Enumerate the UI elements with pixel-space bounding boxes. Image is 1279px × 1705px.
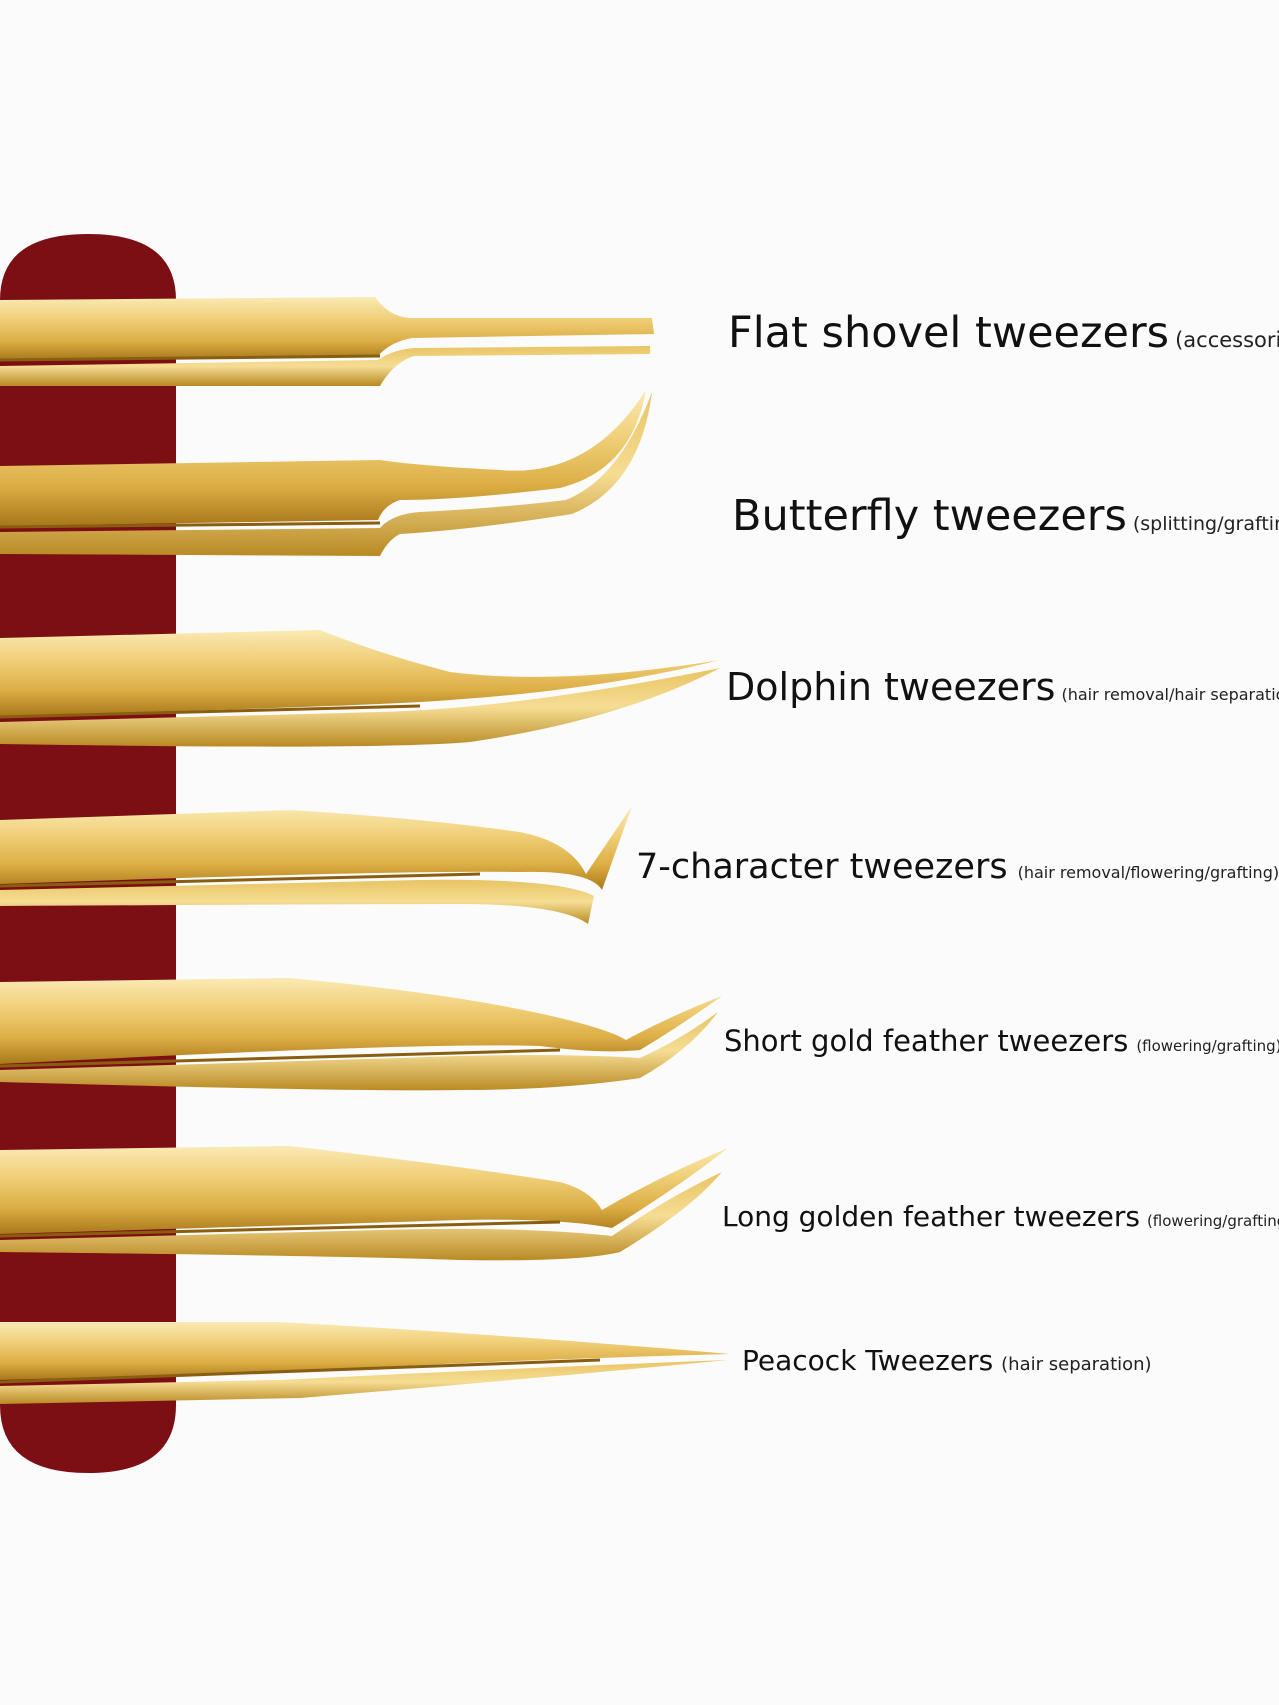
tweezer-label-flat-shovel: Flat shovel tweezers (accessories)	[728, 308, 1279, 358]
tweezer-name: Flat shovel tweezers	[728, 308, 1170, 358]
tweezer-name: Short gold feather tweezers	[724, 1024, 1129, 1058]
tweezer-use: (splitting/grafting)	[1132, 513, 1279, 535]
tweezer-use: (hair removal/hair separation)	[1061, 685, 1279, 704]
tweezer-label-butterfly: Butterfly tweezers (splitting/grafting)	[732, 491, 1279, 541]
tweezer-use: (hair separation)	[1001, 1354, 1152, 1375]
tweezer-label-7-character: 7-character tweezers (hair removal/flowe…	[636, 847, 1279, 887]
tweezer-use: (flowering/grafting)	[1146, 1212, 1279, 1230]
tweezer-label-short-feather: Short gold feather tweezers (flowering/g…	[724, 1024, 1279, 1058]
tweezer-label-long-feather: Long golden feather tweezers (flowering/…	[722, 1200, 1279, 1233]
tweezer-name: Butterfly tweezers	[732, 491, 1127, 541]
flat-shovel-tweezers-icon	[0, 297, 654, 386]
tweezer-use: (accessories)	[1175, 328, 1279, 352]
short-gold-feather-tweezers-icon	[0, 978, 722, 1091]
tweezer-use: (hair removal/flowering/grafting)	[1017, 863, 1279, 882]
tweezer-use: (flowering/grafting)	[1136, 1037, 1279, 1055]
butterfly-tweezers-icon	[0, 390, 652, 556]
tweezer-name: Long golden feather tweezers	[722, 1200, 1140, 1233]
tweezer-label-dolphin: Dolphin tweezers (hair removal/hair sepa…	[726, 665, 1279, 709]
tweezer-name: Peacock Tweezers	[742, 1344, 994, 1377]
tweezer-name: 7-character tweezers	[636, 847, 1008, 887]
tweezer-name: Dolphin tweezers	[726, 665, 1056, 709]
peacock-tweezers-icon	[0, 1322, 730, 1404]
dolphin-tweezers-icon	[0, 630, 720, 747]
long-golden-feather-tweezers-icon	[0, 1146, 728, 1261]
7-character-tweezers-icon	[0, 806, 632, 924]
tweezer-label-peacock: Peacock Tweezers (hair separation)	[742, 1344, 1152, 1377]
